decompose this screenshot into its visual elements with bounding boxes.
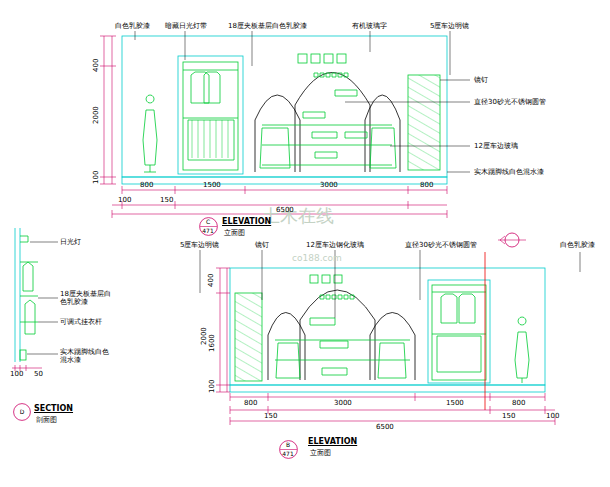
dimension-value: 1500 (446, 399, 464, 407)
dimension-value: 3000 (320, 181, 338, 189)
callout-note: 剖面图 (36, 416, 57, 424)
view-letter: C (199, 219, 218, 225)
view-marker-circle: C 471 (199, 217, 218, 236)
callout-note: 18厘夹板基层白色乳胶漆 (60, 290, 112, 306)
callout-note: 12厘车边钢化玻璃 (306, 241, 364, 249)
dimension-value: 800 (140, 181, 153, 189)
callout-note: 暗藏日光灯带 (165, 22, 207, 30)
view-title: ELEVATION (308, 437, 357, 446)
dimension-value: 150 (264, 412, 277, 420)
dimension-value: 2000 (92, 106, 100, 124)
dimension-value: 100 (92, 171, 100, 184)
callout-note: 实木踢脚线白色混水漆 (474, 168, 544, 176)
dimension-value: 1600 (208, 334, 216, 352)
dimension-value: 400 (92, 59, 100, 72)
callout-note: 直径30砂光不锈钢圆管 (474, 98, 546, 106)
callout-note: 实木踢脚线白色混水漆 (60, 348, 110, 364)
view-marker-circle: B 471 (279, 440, 298, 459)
dimension-value: 800 (420, 181, 433, 189)
callout-note: 立面图 (224, 229, 245, 237)
callout-note: 镜钉 (255, 241, 269, 249)
view-title: ELEVATION (222, 217, 271, 226)
section-d (12, 228, 58, 371)
sheet-number: 471 (199, 228, 218, 234)
elevation-b (200, 233, 580, 425)
dimension-value: 6500 (376, 423, 394, 431)
dimension-value: 150 (160, 196, 173, 204)
dimension-value: 6500 (276, 206, 294, 214)
dimension-value: 50 (34, 370, 43, 378)
dimension-value: 2000 (200, 327, 208, 345)
dimension-value: 100 (118, 196, 131, 204)
callout-note: 直径30砂光不锈钢圆管 (405, 241, 477, 249)
callout-note: 白色乳胶漆 (115, 22, 150, 30)
callout-note: 有机玻璃字 (352, 22, 387, 30)
callout-note: 12厘车边玻璃 (474, 142, 518, 150)
view-letter: D (13, 409, 31, 415)
callout-note: 可调式挂衣杆 (60, 318, 102, 326)
sheet-number: 471 (279, 451, 298, 457)
callout-note: 立面图 (310, 449, 331, 457)
watermark: 土木在线 (262, 206, 334, 227)
view-letter: B (279, 442, 298, 448)
callout-note: 18厘夹板基层白色乳胶漆 (228, 22, 307, 30)
dimension-value: 400 (207, 274, 215, 287)
callout-note: 日光灯 (60, 238, 81, 246)
callout-note: 5厘车边明镜 (430, 22, 469, 30)
dimension-value: 800 (244, 399, 257, 407)
watermark: co188.com (292, 253, 342, 263)
dimension-value: 150 (502, 412, 515, 420)
dimension-value: 100 (208, 380, 216, 393)
callout-note: 白色乳胶漆 (560, 241, 595, 249)
dimension-value: 1500 (203, 181, 221, 189)
dimension-value: 100 (546, 412, 559, 420)
view-title: SECTION (34, 404, 73, 413)
dimension-value: 3000 (334, 399, 352, 407)
elevation-c (100, 31, 470, 218)
callout-note: 5厘车边明镜 (180, 241, 219, 249)
dimension-value: 800 (512, 399, 525, 407)
dimension-value: 100 (10, 370, 23, 378)
view-marker-circle: D (13, 403, 31, 421)
callout-note: 镜钉 (474, 76, 488, 84)
